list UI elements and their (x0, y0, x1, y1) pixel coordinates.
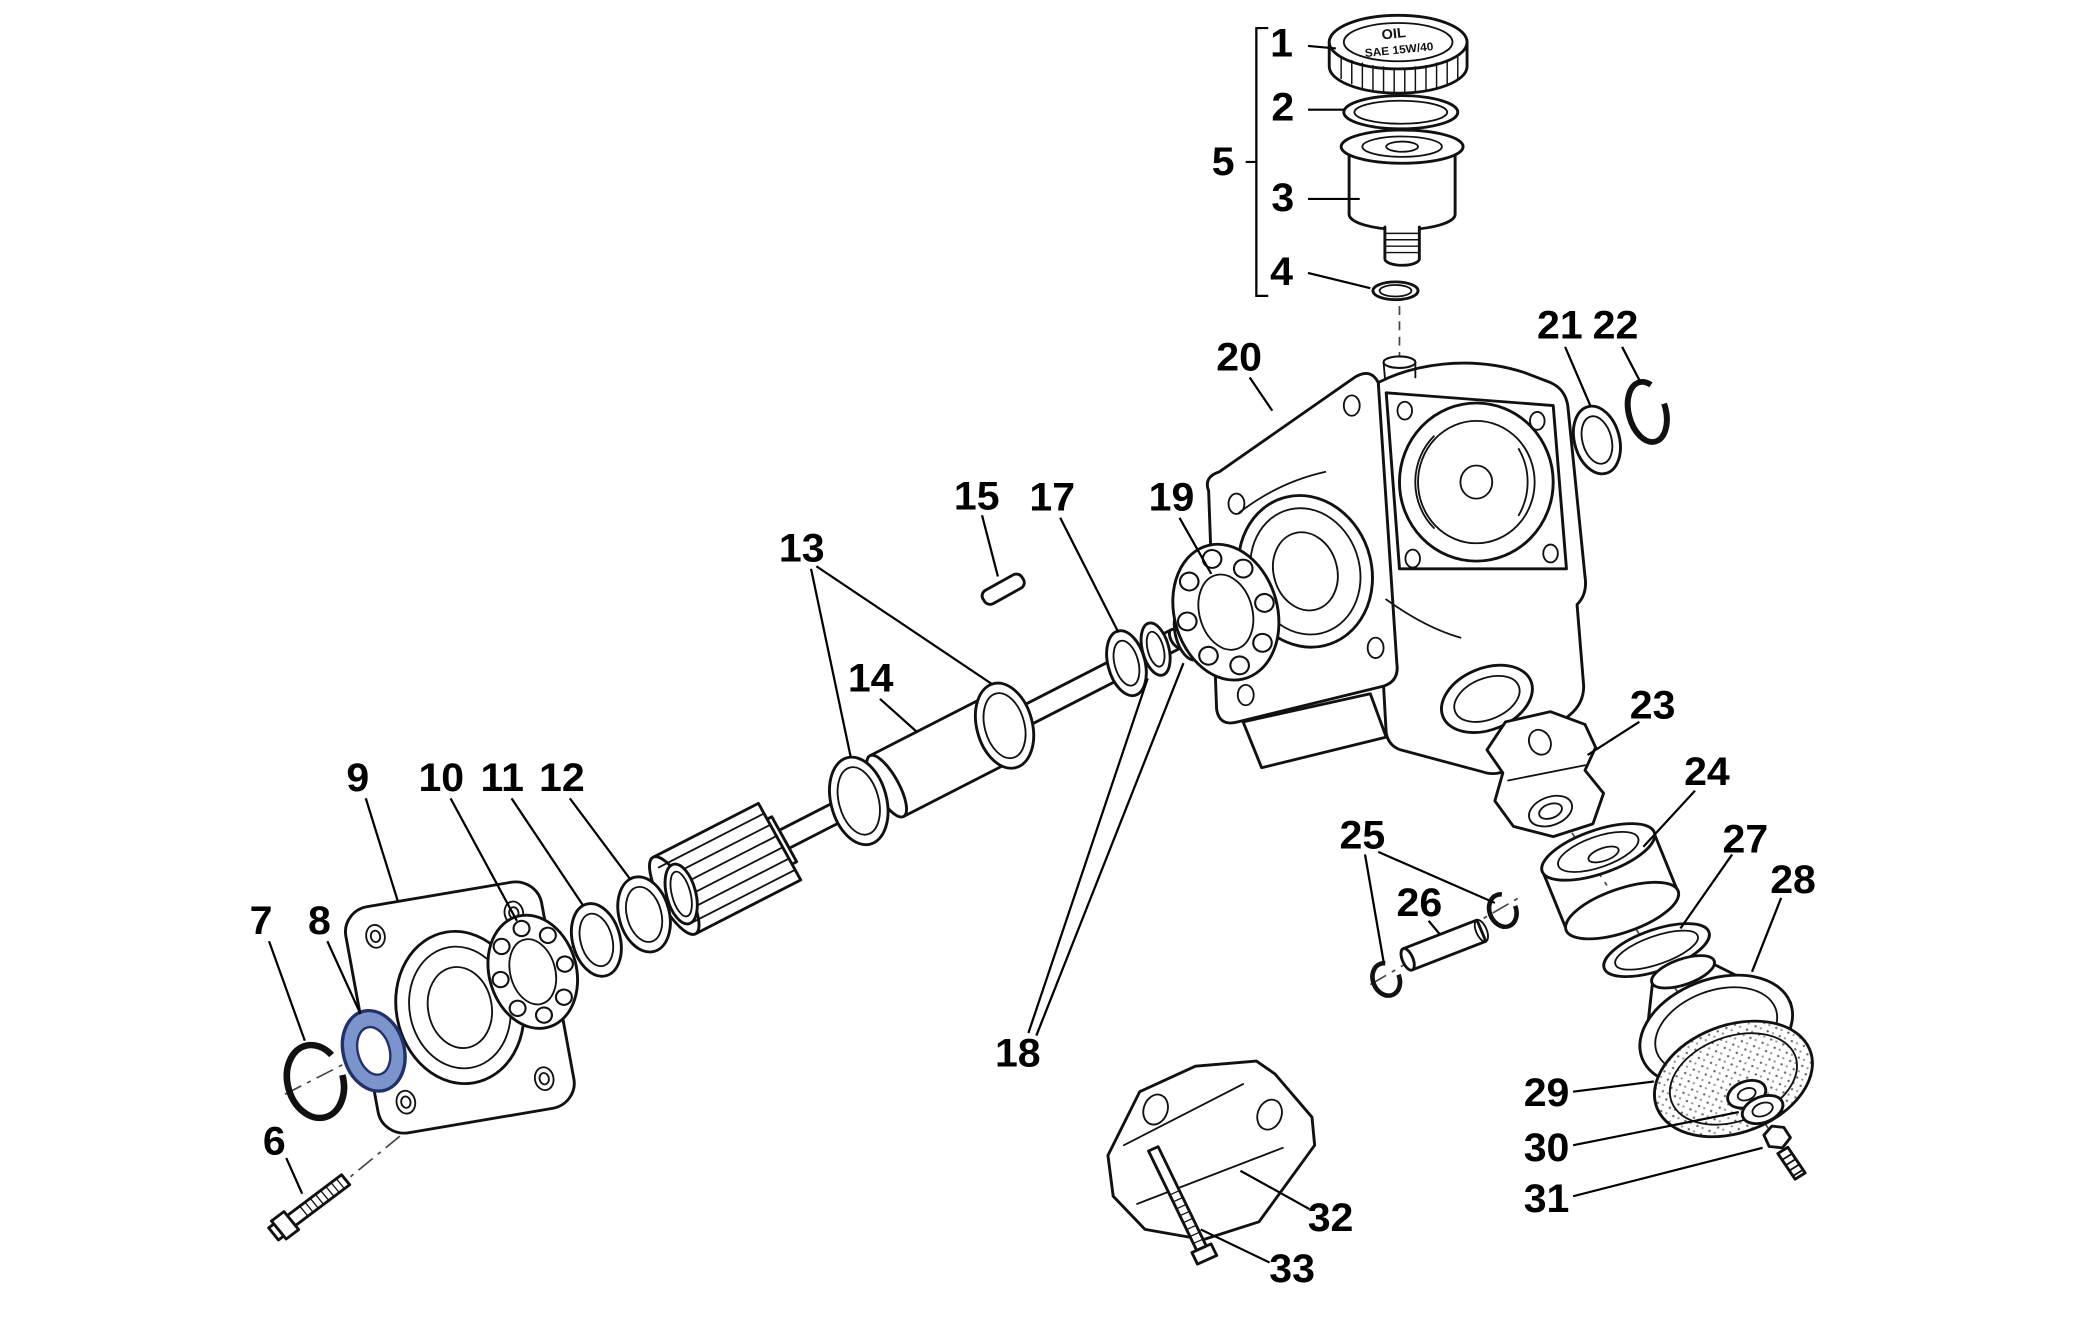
callout-number-9: 9 (346, 756, 369, 800)
leader-line-25-1 (1377, 850, 1496, 904)
leader-line-19 (1178, 517, 1213, 575)
leader-line-18 (1027, 678, 1149, 1034)
part-guide-fork-23 (1485, 710, 1606, 839)
callout-number-18: 18 (995, 1031, 1041, 1075)
oil-cap-text-line1: OIL (1381, 25, 1407, 43)
callout-number-3: 3 (1271, 176, 1294, 220)
callout-number-32: 32 (1308, 1196, 1354, 1240)
leader-line-21 (1564, 346, 1592, 406)
leader-line-25 (1363, 854, 1385, 962)
callout-number-22: 22 (1593, 303, 1639, 347)
part-filter-plug-3 (1339, 128, 1465, 267)
leader-line-11 (510, 797, 585, 907)
leader-line-24 (1642, 789, 1696, 848)
leader-line-13 (809, 568, 852, 758)
part-circlip-22 (1624, 379, 1670, 445)
leader-line-26 (1427, 920, 1441, 935)
leader-line-29 (1572, 1080, 1655, 1093)
group-bracket-5 (1255, 26, 1269, 297)
part-screw-33 (1147, 1145, 1219, 1266)
leader-line-17 (1059, 517, 1120, 634)
callout-number-19: 19 (1149, 475, 1195, 519)
callout-number-30: 30 (1524, 1126, 1570, 1170)
leader-line-32 (1239, 1169, 1310, 1210)
callout-number-29: 29 (1524, 1071, 1570, 1115)
callout-number-8: 8 (308, 899, 331, 943)
leader-line-9 (364, 798, 399, 901)
part-bolt-31 (1762, 1124, 1807, 1181)
leader-line-10 (449, 797, 518, 922)
leader-line-31 (1572, 1146, 1763, 1198)
leader-line-15 (980, 514, 1000, 577)
part-ring-11 (569, 902, 623, 978)
callout-number-31: 31 (1524, 1177, 1570, 1221)
part-oil-cap-1: OIL SAE 15W/40 (1327, 13, 1469, 95)
leader-line-8 (326, 940, 362, 1015)
callout-number-13: 13 (779, 526, 825, 570)
callout-number-28: 28 (1770, 858, 1816, 902)
part-o-ring-2 (1342, 94, 1460, 131)
part-wrist-pin-26 (1399, 918, 1489, 972)
leader-line-4 (1307, 271, 1371, 290)
leader-line-28 (1750, 897, 1783, 973)
callout-number-33: 33 (1269, 1247, 1315, 1291)
leader-line-22 (1621, 346, 1642, 384)
leader-line-12 (568, 797, 632, 881)
leader-line-6 (285, 1157, 304, 1195)
leader-line-18-1 (1035, 662, 1185, 1036)
leader-line-1 (1307, 44, 1336, 50)
callout-number-25: 25 (1340, 813, 1386, 857)
part-spacer-12 (616, 862, 699, 954)
part-ball-bearing-10 (486, 913, 580, 1030)
callout-number-26: 26 (1397, 881, 1443, 925)
callout-number-5: 5 (1212, 140, 1235, 184)
callout-number-7: 7 (250, 899, 273, 943)
callout-number-24: 24 (1684, 750, 1730, 794)
part-mounting-bracket-32 (1106, 1059, 1317, 1242)
part-o-ring-4 (1371, 280, 1420, 302)
callout-number-21: 21 (1537, 303, 1583, 347)
part-washer-30 (1740, 1094, 1785, 1126)
leader-line-14 (879, 698, 918, 733)
part-circlips-25 (1370, 892, 1519, 998)
callout-number-27: 27 (1723, 817, 1769, 861)
part-washer-13b (973, 681, 1036, 770)
callout-number-4: 4 (1270, 250, 1293, 294)
part-piston-24 (1540, 822, 1681, 941)
leader-line-7 (267, 940, 306, 1042)
callout-number-2: 2 (1271, 85, 1294, 129)
leader-line-13-1 (815, 565, 992, 685)
callout-number-15: 15 (954, 474, 1000, 518)
leader-line-23 (1587, 720, 1640, 756)
part-bolt-6 (267, 1173, 352, 1242)
callout-number-20: 20 (1216, 335, 1262, 379)
part-snap-ring-13a (828, 755, 890, 847)
callout-number-23: 23 (1630, 683, 1676, 727)
callout-number-10: 10 (418, 756, 464, 800)
leader-line-27 (1679, 853, 1734, 930)
part-seal-ring-21 (1571, 404, 1622, 476)
part-pump-housing-20 (1205, 355, 1587, 776)
callout-number-14: 14 (848, 656, 894, 700)
part-oil-seal-8-highlighted (340, 1008, 407, 1093)
callout-number-17: 17 (1029, 475, 1075, 519)
part-ball-bearing-19 (1171, 542, 1281, 682)
part-key-15 (980, 572, 1026, 606)
part-circlip-7 (283, 1041, 348, 1122)
callout-number-11: 11 (481, 756, 524, 800)
callout-number-1: 1 (1270, 21, 1293, 65)
callout-number-6: 6 (263, 1119, 286, 1163)
leader-line-20 (1248, 376, 1274, 412)
leader-line-33 (1200, 1228, 1271, 1264)
leader-line-30 (1572, 1111, 1739, 1147)
callout-number-12: 12 (539, 756, 585, 800)
